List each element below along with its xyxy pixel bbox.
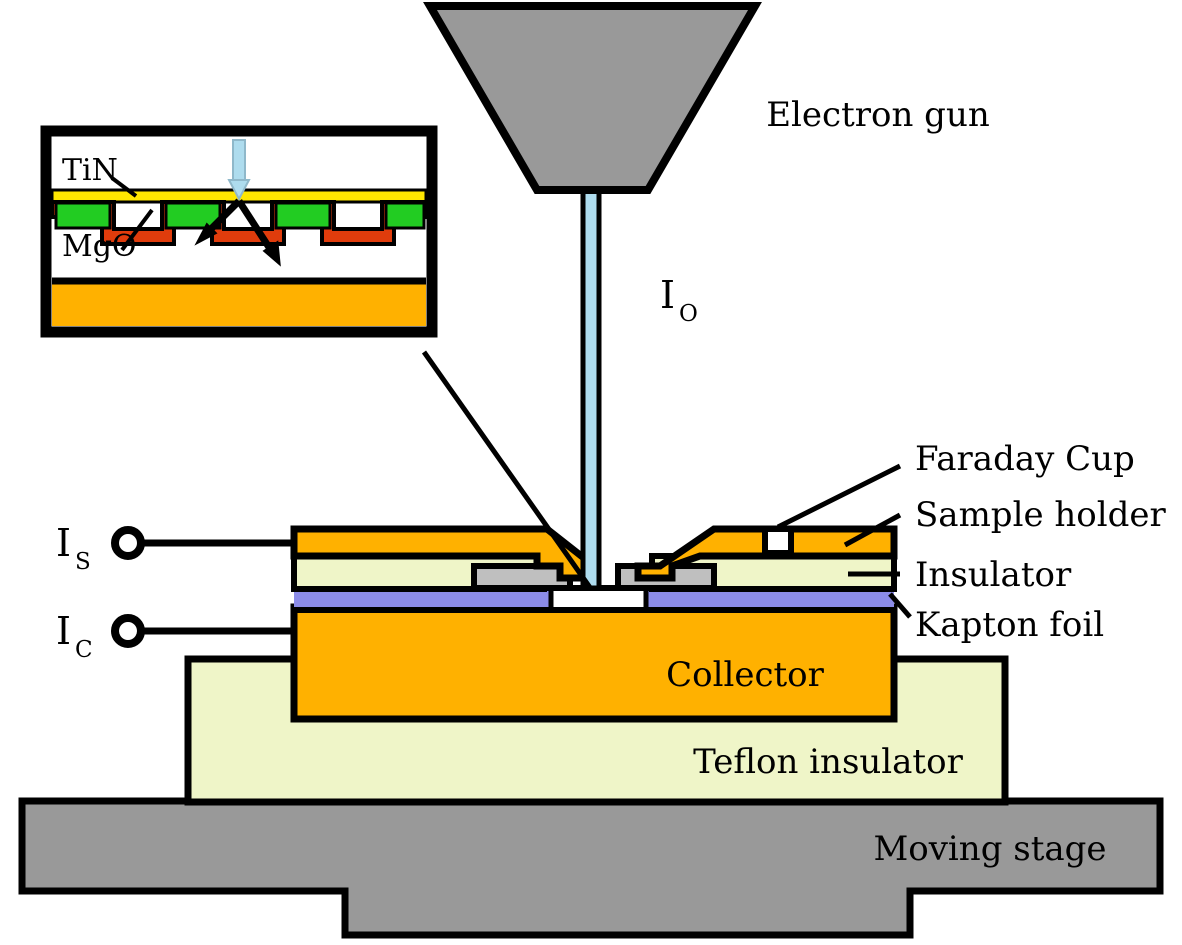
faraday-cup-label: Faraday Cup xyxy=(915,439,1135,479)
inset-incident-beam xyxy=(227,139,251,202)
sample-current-symbol: I xyxy=(56,521,71,565)
electron-gun xyxy=(423,2,762,194)
sample-holder-leader xyxy=(843,512,902,548)
sample-holder-label: Sample holder xyxy=(915,495,1166,535)
sample-holder-left-body xyxy=(290,525,598,582)
kapton-foil-right xyxy=(646,589,894,609)
inset-leader-line xyxy=(421,350,594,591)
inset-tin-callout: TiN xyxy=(62,153,138,198)
inset-scatter-arrows xyxy=(194,198,281,267)
beam-current-subscript: O xyxy=(679,301,698,327)
collector-current-terminal: I C xyxy=(56,609,296,663)
inset-incident-beam-shaft xyxy=(232,139,246,183)
collector-body xyxy=(290,603,898,723)
teflon-insulator-label: Teflon insulator xyxy=(693,742,963,782)
inset-green-block-2 xyxy=(164,201,222,230)
inset-scatter-arrow-left-head xyxy=(194,222,218,246)
electron-gun-label: Electron gun xyxy=(766,95,990,135)
moving-stage-body xyxy=(18,797,1164,939)
electron-beam xyxy=(580,187,602,591)
sample-current-node[interactable] xyxy=(111,526,145,560)
collector xyxy=(290,603,898,723)
beam-current-label: I O xyxy=(660,273,698,327)
inset-leader xyxy=(421,350,594,591)
inset-scatter-arrow-right-head xyxy=(262,240,281,267)
inset-green-block-4 xyxy=(384,201,426,230)
kapton-foil-left xyxy=(294,589,551,609)
sample-current-subscript: S xyxy=(75,549,91,575)
faraday-cup-notch xyxy=(762,526,794,556)
faraday-cup-leader xyxy=(776,463,902,530)
kapton-foil-callout: Kapton foil xyxy=(888,592,1104,645)
inset-green-block-1 xyxy=(54,201,112,230)
sample-holder-left xyxy=(290,525,598,582)
inset-incident-beam-head xyxy=(227,179,251,202)
inset-panel: TiN MgO xyxy=(40,125,438,338)
inset-green-block-3 xyxy=(274,201,332,230)
sample-current-terminal: I S xyxy=(56,521,296,575)
collector-current-subscript: C xyxy=(75,637,93,663)
faraday-cup-callout: Faraday Cup xyxy=(776,439,1135,530)
inset-scatter-arrow-right-shaft xyxy=(236,199,275,254)
electron-gun-body xyxy=(423,2,762,194)
moving-stage-label: Moving stage xyxy=(873,829,1106,869)
electron-beam-column xyxy=(580,187,602,591)
inset-mgo-leader xyxy=(120,208,154,252)
collector-current-symbol: I xyxy=(56,609,71,653)
moving-stage xyxy=(18,797,1164,939)
kapton-foil-aperture xyxy=(551,589,646,609)
kapton-foil-label: Kapton foil xyxy=(915,605,1104,645)
collector-label: Collector xyxy=(666,655,825,695)
inset-tin-label: TiN xyxy=(62,153,118,188)
kapton-foil-leader xyxy=(888,592,912,619)
inset-tin-leader xyxy=(110,176,138,198)
beam-current-symbol: I xyxy=(660,273,675,317)
sample-holder-callout: Sample holder xyxy=(843,495,1166,548)
insulator-callout: Insulator xyxy=(848,555,1072,595)
inset-substrate xyxy=(52,280,426,326)
collector-current-node[interactable] xyxy=(111,614,145,648)
inset-mgo-callout: MgO xyxy=(62,208,154,264)
insulator-label: Insulator xyxy=(915,555,1072,595)
faraday-cup-opening xyxy=(762,526,794,556)
